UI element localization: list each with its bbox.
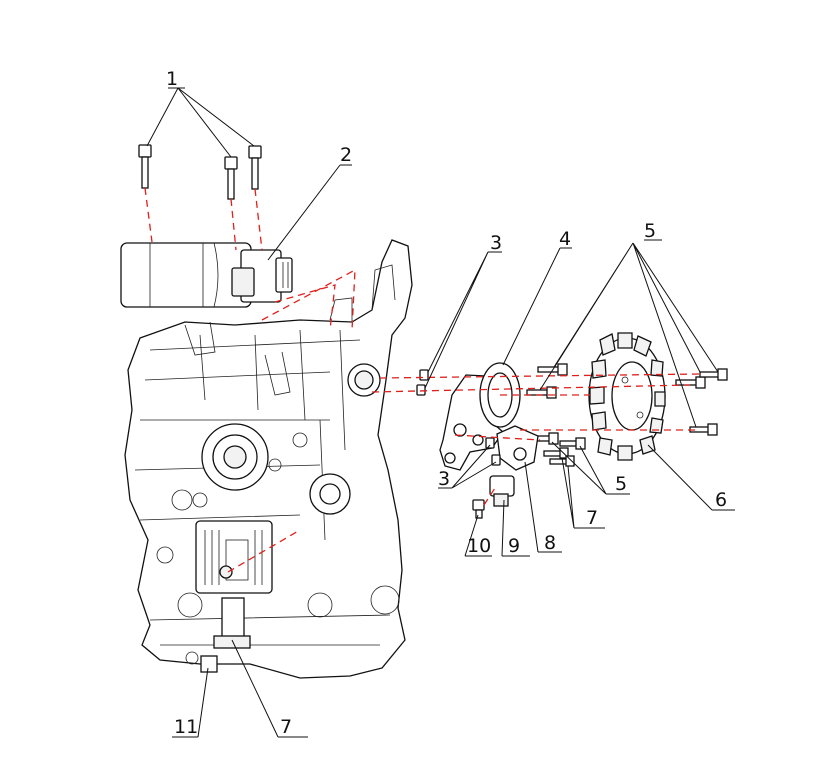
speed-sensor	[489, 475, 515, 507]
bolt	[699, 368, 728, 381]
sensor-bolts	[543, 447, 575, 467]
callout-3-upper: 3	[490, 232, 502, 254]
callout-7-upper: 7	[586, 507, 598, 529]
assembly-guide-lines	[144, 187, 701, 573]
dowel-pins-lower	[485, 437, 501, 466]
callout-7-lower: 7	[280, 716, 292, 738]
bolt	[559, 437, 586, 450]
sensor-plate	[496, 425, 539, 471]
callout-8: 8	[544, 532, 556, 554]
callout-5-lower: 5	[615, 473, 627, 495]
callout-2: 2	[340, 144, 352, 166]
bolt	[537, 363, 568, 376]
callout-3-lower: 3	[438, 468, 450, 490]
callout-5-upper: 5	[644, 220, 656, 242]
callout-11: 11	[174, 716, 198, 738]
lower-sensor	[185, 651, 218, 673]
starter-motor	[120, 242, 293, 308]
callout-labels: 1 2 3 4 5 3 5 6 7 8 9 10 11 7	[166, 68, 727, 738]
callout-4: 4	[559, 228, 571, 250]
sensor-bolt	[472, 499, 485, 519]
starter-bolts	[138, 144, 262, 200]
bolt	[543, 447, 569, 459]
leader-lines	[146, 87, 735, 738]
bolt	[138, 144, 152, 189]
lower-connector	[213, 597, 251, 649]
callout-6: 6	[715, 489, 727, 511]
bolt	[224, 156, 238, 200]
callout-1: 1	[166, 68, 178, 90]
bolt	[248, 145, 262, 190]
stator	[588, 332, 666, 461]
callout-9: 9	[508, 535, 520, 557]
bolt	[549, 455, 575, 467]
callout-10: 10	[467, 535, 491, 557]
control-module	[195, 520, 273, 594]
